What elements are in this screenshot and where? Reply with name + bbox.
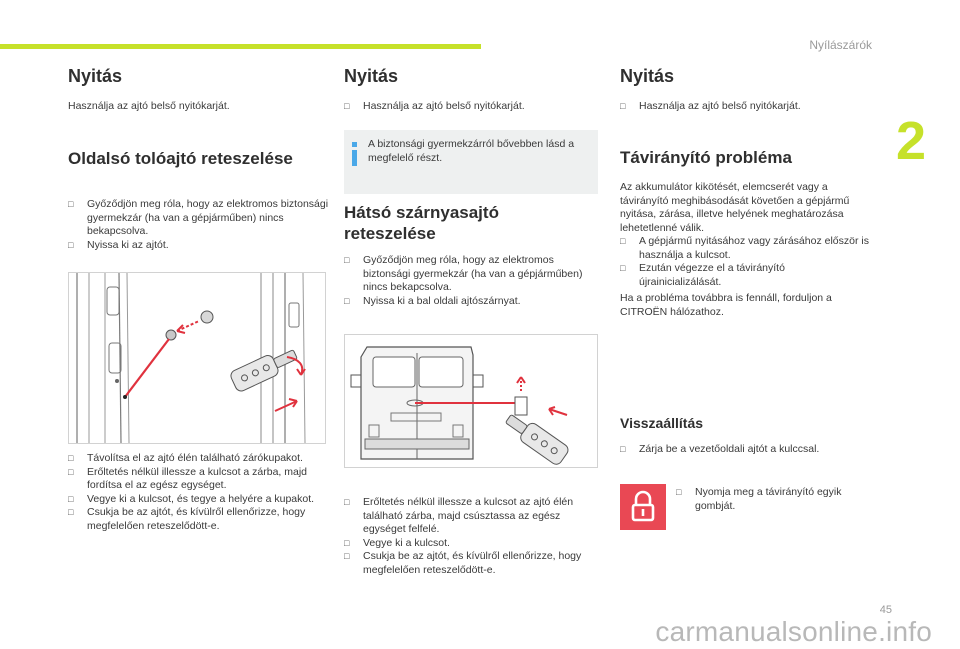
list-item: Távolítsa el az ajtó élén található záró… [68,452,330,466]
col3-text-2: Ha a probléma továbbra is fennáll, fordu… [620,292,832,318]
info-icon [352,142,357,166]
list-item: Erőltetés nélkül illessze a kulcsot a zá… [68,466,330,493]
list-item: Erőltetés nélkül illessze a kulcsot az a… [344,496,598,537]
watermark: carmanualsonline.info [655,616,932,647]
list-item: Zárja be a vezetőoldali ajtót a kulccsal… [620,443,870,457]
list-item: Győződjön meg róla, hogy az elektromos b… [344,254,598,295]
list-item: Csukja be az ajtót, és kívülről ellenőri… [344,550,598,577]
col2-bullets-2: Erőltetés nélkül illessze a kulcsot az a… [344,496,598,577]
col1-title: Nyitás [68,66,123,86]
col2-subtitle-line2: reteszelése [344,224,436,243]
col3-bullets-1: A gépjármű nyitásához vagy zárásához elő… [620,235,870,289]
list-item: Ezután végezze el a távirányító újrainic… [620,262,870,289]
info-text: A biztonsági gyermekzárról bővebben lásd… [368,138,575,164]
info-box: A biztonsági gyermekzárról bővebben lásd… [344,130,598,194]
section-header: Nyílászárók [809,38,872,52]
list-item: Nyomja meg a távirányító egyik gombját. [676,486,872,513]
list-item: Győződjön meg róla, hogy az elektromos b… [68,198,330,239]
col1-intro-text: Használja az ajtó belső nyitókarját. [68,100,230,112]
col2-bullets-0: Használja az ajtó belső nyitókarját. [344,100,598,114]
rear-door-key-illustration [344,334,598,468]
lock-icon [620,484,666,530]
page-number: 45 [879,604,892,616]
col3-bullets-3: Nyomja meg a távirányító egyik gombját. [676,486,872,513]
col1-subtitle: Oldalsó tolóajtó reteszelése [68,149,293,168]
sliding-door-key-illustration [68,272,326,444]
col2-subtitle: Hátsó szárnyasajtó reteszelése [344,202,598,244]
col3-subtitle: Távirányító probléma [620,148,792,167]
header-accent-bar [0,44,481,49]
list-item: A gépjármű nyitásához vagy zárásához elő… [620,235,870,262]
col3-bullets-0: Használja az ajtó belső nyitókarját. [620,100,870,114]
list-item: Vegye ki a kulcsot. [344,537,598,551]
col3-title: Nyitás [620,66,675,86]
col1-bullets-2: Távolítsa el az ajtó élén található záró… [68,452,330,533]
list-item: Használja az ajtó belső nyitókarját. [620,100,870,114]
list-item: Nyissa ki a bal oldali ajtószárnyat. [344,295,598,309]
list-item: Használja az ajtó belső nyitókarját. [344,100,598,114]
col2-title: Nyitás [344,66,399,86]
col3-subtitle-2: Visszaállítás [620,415,704,431]
list-item: Csukja be az ajtót, és kívülről ellenőri… [68,506,330,533]
list-item: Vegye ki a kulcsot, és tegye a helyére a… [68,493,330,507]
col2-bullets-1: Győződjön meg róla, hogy az elektromos b… [344,254,598,308]
col3-bullets-2: Zárja be a vezetőoldali ajtót a kulccsal… [620,443,870,457]
col2-subtitle-line1: Hátsó szárnyasajtó [344,203,499,222]
col1-bullets-1: Győződjön meg róla, hogy az elektromos b… [68,198,330,252]
chapter-number: 2 [895,111,926,171]
list-item: Nyissa ki az ajtót. [68,239,330,253]
col3-text-1: Az akkumulátor kikötését, elemcserét vag… [620,181,850,234]
